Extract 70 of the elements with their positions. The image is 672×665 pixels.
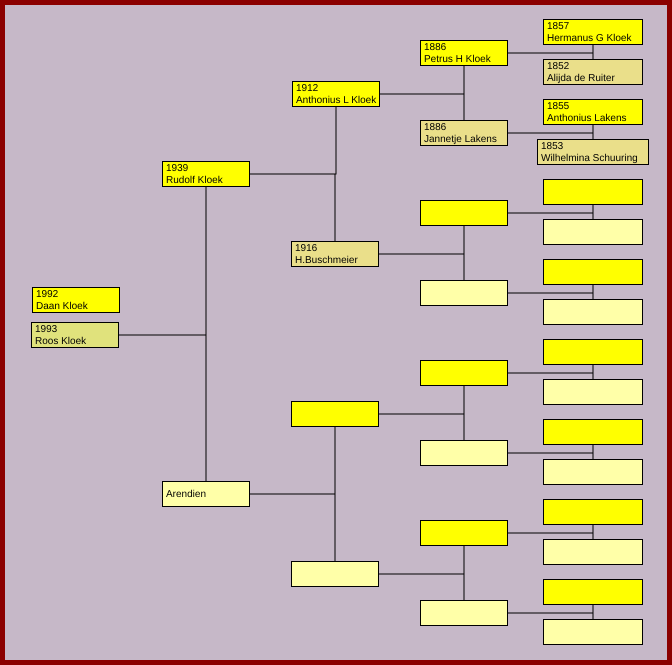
person-name: Alijda de Ruiter — [547, 73, 616, 85]
person-box — [420, 440, 508, 466]
connector-line — [378, 254, 464, 280]
person-name: H.Buschmeier — [295, 255, 359, 267]
person-name: Daan Kloek — [36, 301, 89, 313]
person-box — [31, 322, 119, 348]
person-box — [420, 200, 508, 226]
birth-year: 1855 — [547, 101, 570, 113]
person-box — [543, 299, 643, 325]
birth-year: 1853 — [541, 141, 564, 153]
connector-line — [508, 212, 594, 220]
connector-line — [508, 372, 594, 380]
person-box — [420, 40, 508, 66]
birth-year: 1886 — [424, 42, 448, 54]
person-box — [543, 19, 643, 45]
birth-year: 1992 — [36, 289, 60, 301]
person-box — [291, 561, 379, 587]
person-box — [420, 600, 508, 626]
person-name: Petrus H Kloek — [424, 54, 492, 66]
person-box — [543, 419, 643, 445]
person-name: Arendien — [166, 489, 208, 501]
person-box — [543, 219, 643, 245]
person-box — [543, 619, 643, 645]
person-box — [543, 459, 643, 485]
birth-year: 1993 — [35, 324, 58, 336]
connector-line — [380, 94, 464, 120]
person-box — [420, 360, 508, 386]
connector-line — [250, 174, 336, 242]
person-box — [543, 499, 643, 525]
birth-year: 1886 — [424, 122, 448, 134]
person-box — [420, 520, 508, 546]
person-box — [420, 120, 508, 146]
person-box — [291, 401, 379, 427]
birth-year: 1852 — [547, 61, 570, 73]
person-box — [32, 287, 120, 313]
person-box — [420, 280, 508, 306]
person-box — [162, 161, 250, 187]
connector-line — [508, 52, 594, 60]
person-box — [543, 179, 643, 205]
person-box — [543, 59, 643, 85]
connector-line — [508, 292, 594, 300]
person-name: Jannetje Lakens — [424, 134, 498, 146]
connector-line — [118, 334, 206, 482]
birth-year: 1857 — [547, 21, 570, 33]
person-box — [543, 379, 643, 405]
person-box — [292, 81, 380, 107]
person-box — [543, 259, 643, 285]
person-name: Anthonius Lakens — [547, 113, 628, 125]
person-box — [537, 139, 649, 165]
connector-line — [508, 612, 594, 620]
connector-line — [508, 132, 594, 140]
person-name: Rudolf Kloek — [166, 175, 224, 187]
connector-line — [250, 494, 336, 562]
person-box — [162, 481, 250, 507]
person-box — [543, 99, 643, 125]
person-box — [543, 579, 643, 605]
person-box — [291, 241, 379, 267]
connector-line — [508, 452, 594, 460]
connector-line — [378, 414, 464, 440]
person-box — [543, 339, 643, 365]
connector-line — [508, 532, 594, 540]
birth-year: 1916 — [295, 243, 318, 255]
birth-year: 1939 — [166, 163, 190, 175]
person-box — [543, 539, 643, 565]
connector-line — [378, 574, 464, 600]
person-name: Roos Kloek — [35, 336, 88, 348]
person-name: Anthonius L Kloek — [296, 95, 376, 107]
birth-year: 1912 — [296, 83, 320, 95]
person-name: Wilhelmina Schuuring — [541, 153, 639, 165]
person-name: Hermanus G Kloek — [547, 33, 632, 45]
